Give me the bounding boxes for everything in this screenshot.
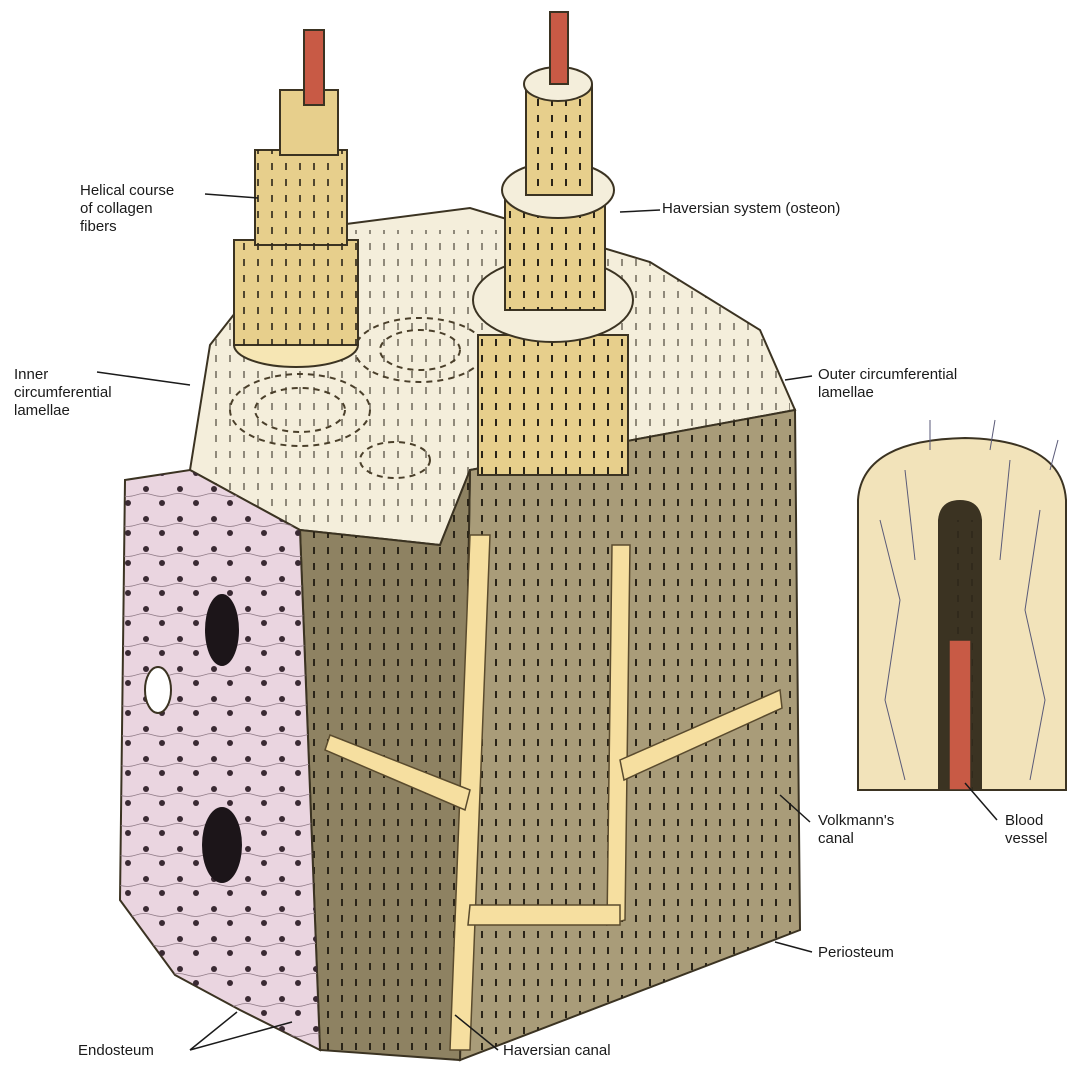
helical-collagen-osteon [234,30,358,367]
label-helical-collagen: Helical course of collagen fibers [80,182,174,236]
marrow-cavity [205,594,239,666]
blood-vessel [949,640,971,790]
canal-opening [145,667,171,713]
label-inner-circumferential: Inner circumferential lamellae [14,366,112,420]
label-haversian-canal: Haversian canal [503,1042,611,1060]
label-blood-vessel: Blood vessel [1005,812,1048,848]
label-outer-circumferential: Outer circumferential lamellae [818,366,957,402]
label-volkmann-canal: Volkmann's canal [818,812,894,848]
label-periosteum: Periosteum [818,944,894,962]
blood-vessel [550,12,568,84]
label-haversian-system: Haversian system (osteon) [662,200,840,218]
inset-osteon [858,420,1066,790]
volkmann-canal [468,905,620,925]
marrow-cavity [202,807,242,883]
label-endosteum: Endosteum [78,1042,154,1060]
blood-vessel [304,30,324,105]
